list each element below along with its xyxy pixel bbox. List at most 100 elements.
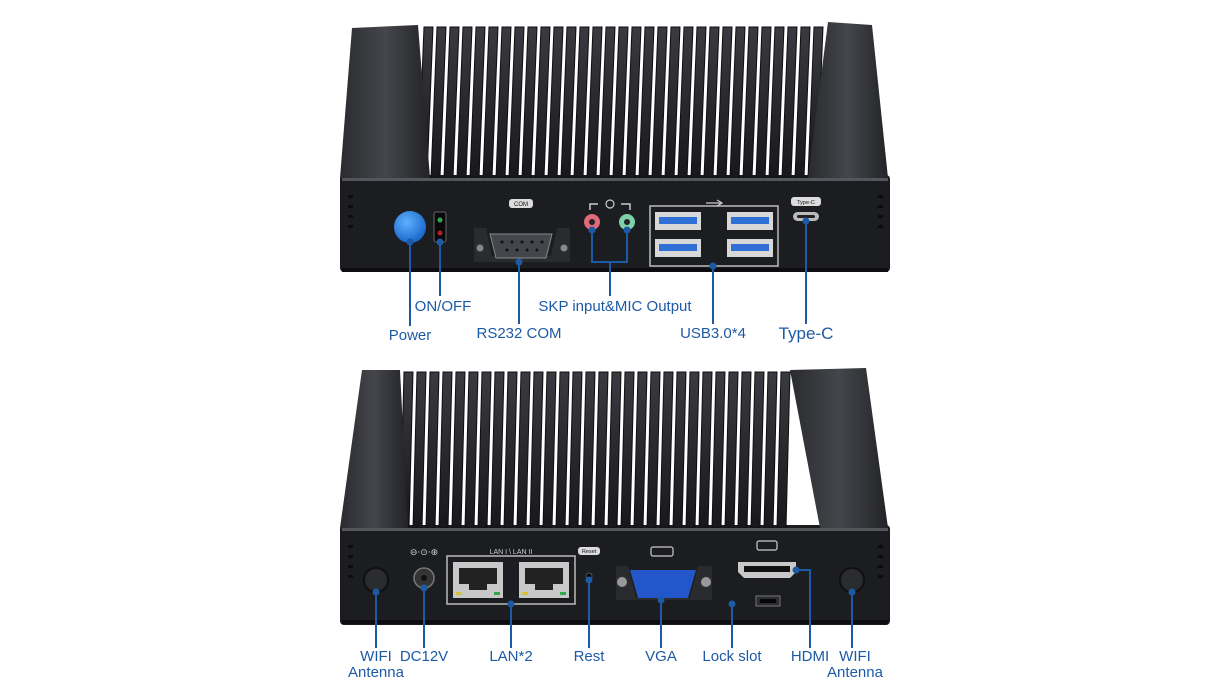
heatsink-fin bbox=[464, 371, 479, 529]
heatsink-fin bbox=[737, 371, 752, 529]
heatsink-fin bbox=[469, 26, 486, 179]
usb-symbol-icon bbox=[706, 199, 724, 207]
heatsink-fin bbox=[768, 26, 785, 179]
label-reset: Rest bbox=[573, 648, 605, 665]
wifi-antenna-left-icon bbox=[363, 567, 389, 593]
label-on-off: ON/OFF bbox=[414, 298, 472, 315]
label-hdmi: HDMI bbox=[790, 648, 830, 665]
front-device: COM Type-C bbox=[340, 22, 890, 272]
heatsink-fin bbox=[430, 26, 447, 179]
front-right-block bbox=[808, 22, 888, 178]
heatsink-fin bbox=[664, 26, 681, 179]
lan-marking: LAN I \ LAN II bbox=[490, 549, 533, 556]
vga-symbol-icon bbox=[650, 546, 674, 557]
power-button-icon bbox=[394, 211, 426, 243]
hdmi-symbol-icon bbox=[756, 540, 778, 551]
label-usb: USB3.0*4 bbox=[680, 325, 746, 342]
callout-lines bbox=[375, 221, 853, 648]
heatsink-fin bbox=[672, 371, 687, 529]
label-dc12v: DC12V bbox=[399, 648, 449, 665]
heatsink-fin bbox=[568, 371, 583, 529]
front-panel-face bbox=[342, 178, 888, 272]
dc-polarity-icon: ⊖·⊙·⊕ bbox=[410, 548, 438, 558]
heatsink-fin bbox=[490, 371, 505, 529]
heatsink-fin bbox=[620, 371, 635, 529]
label-antenna-right: Antenna bbox=[827, 664, 883, 681]
on-off-switch-icon bbox=[433, 211, 447, 243]
heatsink-fin bbox=[724, 371, 739, 529]
label-type-c: Type-C bbox=[778, 324, 834, 343]
heatsink-fin bbox=[612, 26, 629, 179]
label-vga: VGA bbox=[645, 648, 677, 665]
heatsink-fin bbox=[425, 371, 440, 529]
heatsink-fin bbox=[742, 26, 759, 179]
usb3-ports-icon bbox=[655, 212, 773, 257]
heatsink-fin bbox=[412, 371, 427, 529]
heatsink-fin bbox=[534, 26, 551, 179]
label-antenna-left: Antenna bbox=[348, 664, 404, 681]
heatsink-fin bbox=[586, 26, 603, 179]
heatsink-fin bbox=[594, 371, 609, 529]
heatsink-fin bbox=[482, 26, 499, 179]
heatsink-fin bbox=[755, 26, 772, 179]
heatsink-fin bbox=[690, 26, 707, 179]
heatsink-fin bbox=[659, 371, 674, 529]
heatsink-fin bbox=[451, 371, 466, 529]
heatsink-fin bbox=[781, 26, 798, 179]
wifi-antenna-right-icon bbox=[839, 567, 865, 593]
com-marking: COM bbox=[514, 202, 528, 208]
front-left-block bbox=[340, 25, 430, 178]
heatsink-fin bbox=[456, 26, 473, 179]
audio-symbol-icon bbox=[605, 199, 615, 209]
heatsink-fin bbox=[508, 26, 525, 179]
label-power: Power bbox=[388, 327, 432, 344]
label-lan: LAN*2 bbox=[489, 648, 533, 665]
heatsink-fin bbox=[516, 371, 531, 529]
lan-ports-icon bbox=[453, 562, 569, 598]
heatsink-fin bbox=[685, 371, 700, 529]
heatsink-fin bbox=[646, 371, 661, 529]
heatsink-fin bbox=[703, 26, 720, 179]
reset-marking: Reset bbox=[582, 549, 597, 555]
heatsink-fin bbox=[677, 26, 694, 179]
heatsink-fin bbox=[443, 26, 460, 179]
label-rs232-com: RS232 COM bbox=[476, 325, 562, 342]
label-audio: SKP input&MIC Output bbox=[538, 298, 692, 315]
front-heatsink-fins bbox=[417, 26, 824, 179]
heatsink-fin bbox=[573, 26, 590, 179]
back-right-block bbox=[790, 368, 888, 528]
label-wifi-left: WIFI bbox=[360, 648, 392, 665]
type-c-marking: Type-C bbox=[797, 200, 815, 206]
heatsink-fin bbox=[625, 26, 642, 179]
heatsink-fin bbox=[503, 371, 518, 529]
back-left-block bbox=[340, 370, 408, 528]
heatsink-fin bbox=[555, 371, 570, 529]
heatsink-fin bbox=[698, 371, 713, 529]
heatsink-fin bbox=[651, 26, 668, 179]
heatsink-fin bbox=[750, 371, 765, 529]
heatsink-fin bbox=[794, 26, 811, 179]
callout-dots bbox=[372, 217, 856, 608]
vga-port-icon bbox=[616, 566, 712, 600]
com-port-icon bbox=[474, 228, 570, 262]
label-wifi-right: WIFI bbox=[839, 648, 871, 665]
heatsink-fin bbox=[711, 371, 726, 529]
heatsink-fin bbox=[477, 371, 492, 529]
heatsink-fin bbox=[581, 371, 596, 529]
heatsink-fin bbox=[763, 371, 778, 529]
heatsink-fin bbox=[776, 371, 791, 529]
heatsink-fin bbox=[521, 26, 538, 179]
heatsink-fin bbox=[638, 26, 655, 179]
heatsink-fin bbox=[607, 371, 622, 529]
heatsink-fin bbox=[542, 371, 557, 529]
heatsink-fin bbox=[529, 371, 544, 529]
back-heatsink-fins bbox=[399, 371, 791, 529]
heatsink-fin bbox=[633, 371, 648, 529]
heatsink-fin bbox=[716, 26, 733, 179]
heatsink-fin bbox=[729, 26, 746, 179]
back-vents bbox=[348, 545, 883, 578]
heatsink-fin bbox=[438, 371, 453, 529]
label-lock-slot: Lock slot bbox=[702, 648, 762, 665]
front-vents bbox=[348, 195, 883, 228]
